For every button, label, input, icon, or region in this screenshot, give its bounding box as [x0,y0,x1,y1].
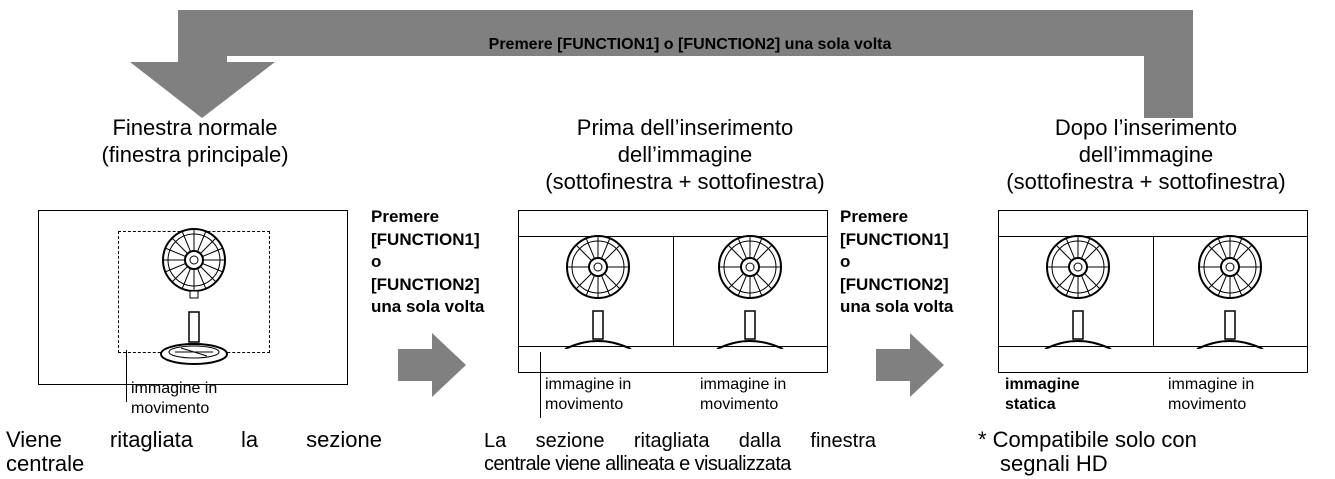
title-line: dell’immagine [1078,142,1214,167]
fan-icon [1044,235,1112,349]
step-line: [FUNCTION2] [840,274,949,294]
screen-after-insert [998,210,1308,373]
step-line: o [371,252,382,271]
title-line: Dopo l’inserimento [1054,115,1238,140]
step-line: [FUNCTION1] [840,229,949,249]
title-line: Finestra normale [112,115,278,140]
description-after: * Compatibile solo con segnali HD [978,428,1278,476]
leader-line [126,350,127,402]
panel-title-normal: Finestra normale (finestra principale) [40,114,350,168]
caption-moving: immagine in movimento [1168,375,1308,415]
panel-title-after: Dopo l’inserimento dell’immagine (sottof… [960,114,1332,195]
title-line: (sottofinestra + sottofinestra) [545,169,825,194]
title-line: dell’immagine [617,142,753,167]
screen-normal-window [38,210,348,385]
caption-line: immagine in [1168,376,1255,393]
caption-moving: immagine in movimento [131,379,271,419]
step-line: [FUNCTION2] [371,274,480,294]
bottom-bar [999,346,1307,372]
description-line: La sezione ritagliata dalla finestra [484,430,876,452]
fan-icon [1196,235,1264,349]
right-arrow-icon [876,333,944,397]
panel-title-before: Prima dell’inserimento dell’immagine (so… [480,114,890,195]
description-line: * Compatibile solo con [978,427,1197,452]
title-line: (finestra principale) [101,142,289,167]
title-line: Prima dell’inserimento [576,115,794,140]
caption-line: immagine in [545,376,632,393]
caption-moving-right: immagine in movimento [700,375,840,415]
title-line: (sottofinestra + sottofinestra) [1006,169,1286,194]
caption-line: movimento [131,400,210,417]
subwindow-divider [1153,236,1154,347]
caption-static: immagine statica [1005,375,1145,415]
caption-line: statica [1005,396,1056,413]
subwindow-divider [673,236,674,347]
fan-icon [716,235,784,349]
description-line: centrale viene allineata e visualizzata [484,453,791,475]
description-line: segnali HD [1000,451,1108,476]
caption-line: movimento [700,396,779,413]
step-line: o [840,252,851,271]
screen-before-insert [518,210,828,373]
right-arrow-icon [398,333,466,397]
fan-icon [160,228,228,365]
step-line: una sola volta [840,297,954,316]
caption-line: movimento [545,396,624,413]
step-label-2: Premere [FUNCTION1] o [FUNCTION2] una so… [840,206,980,319]
description-before: La sezione ritagliata dalla finestra cen… [484,430,876,476]
description-line: Viene ritagliata la sezione [6,427,382,452]
caption-line: immagine [1005,376,1080,393]
caption-line: immagine in [131,380,218,397]
step-line: Premere [371,207,440,226]
step-line: una sola volta [371,297,485,316]
caption-line: immagine in [700,376,787,393]
caption-line: movimento [1168,396,1247,413]
fan-icon [564,235,632,349]
leader-line [540,352,541,418]
bottom-bar [519,346,827,372]
description-normal: Viene ritagliata la sezione centrale [6,428,382,476]
caption-moving-left: immagine in movimento [545,375,685,415]
step-label-1: Premere [FUNCTION1] o [FUNCTION2] una so… [371,206,511,319]
loop-label: Premere [FUNCTION1] o [FUNCTION2] una so… [488,36,892,53]
step-line: Premere [840,207,909,226]
description-line: centrale [6,451,85,476]
step-line: [FUNCTION1] [371,229,480,249]
